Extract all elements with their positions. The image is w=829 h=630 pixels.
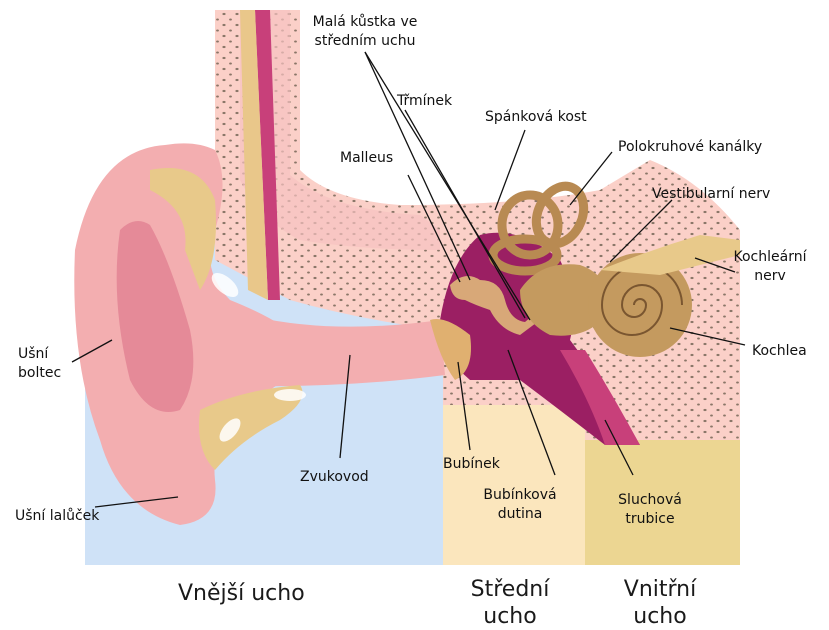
label-vestibular-nerve: Vestibularní nerv	[652, 185, 770, 204]
middle-ear-panel	[443, 405, 585, 565]
label-cochlear-nerve: Kochleární nerv	[730, 248, 810, 286]
section-middle-ear: Střední ucho	[455, 576, 565, 630]
label-temporal-bone: Spánková kost	[485, 108, 587, 127]
label-ear-canal: Zvukovod	[300, 468, 369, 487]
label-small-ossicle: Malá kůstka ve středním uchu	[300, 13, 430, 51]
label-auricle: Ušní boltec	[18, 345, 61, 383]
label-stapes: Třmínek	[397, 92, 452, 111]
label-eardrum: Bubínek	[443, 455, 500, 474]
label-semicircular-canals: Polokruhové kanálky	[618, 138, 762, 157]
label-cochlea: Kochlea	[752, 342, 807, 361]
label-tympanic-cavity: Bubínková dutina	[470, 486, 570, 524]
section-inner-ear: Vnitřní ucho	[605, 576, 715, 630]
section-outer-ear: Vnější ucho	[178, 580, 305, 607]
label-earlobe: Ušní lalůček	[15, 507, 99, 526]
label-eustachian-tube: Sluchová trubice	[600, 491, 700, 529]
label-malleus: Malleus	[340, 149, 393, 168]
